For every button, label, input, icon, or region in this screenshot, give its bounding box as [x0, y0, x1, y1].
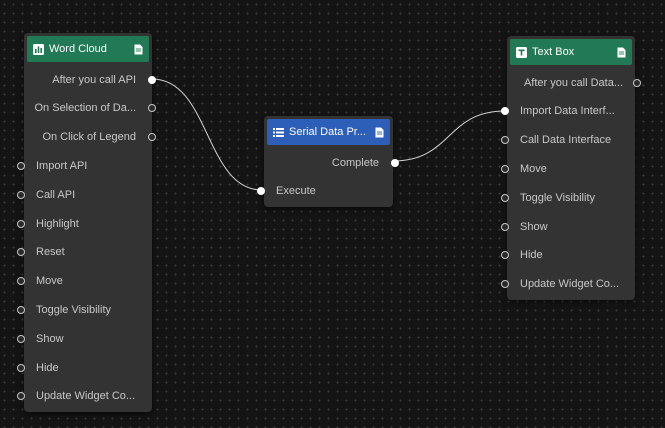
input-port-row[interactable]: Execute — [257, 182, 388, 200]
bar-chart-icon — [33, 43, 44, 55]
word-cloud-title: Word Cloud — [49, 43, 107, 55]
output-port[interactable] — [148, 103, 156, 112]
text-box-header[interactable]: Text Box — [510, 39, 632, 65]
input-port-row[interactable]: Import Data Interf... — [501, 102, 621, 120]
list-icon — [273, 127, 284, 137]
input-port-row[interactable]: Reset — [17, 243, 148, 261]
output-port[interactable] — [391, 158, 399, 167]
text-box-title: Text Box — [532, 46, 575, 58]
input-port[interactable] — [17, 219, 25, 228]
document-icon[interactable] — [134, 44, 143, 55]
input-port[interactable] — [501, 279, 509, 288]
input-port[interactable] — [17, 334, 25, 343]
input-port-row[interactable]: Show — [17, 330, 148, 348]
input-port-row[interactable]: Hide — [501, 246, 621, 264]
input-port[interactable] — [17, 276, 25, 285]
input-port[interactable] — [17, 161, 25, 170]
input-port-row[interactable]: Import API — [17, 157, 148, 175]
input-port-row[interactable]: Hide — [17, 359, 148, 377]
input-port[interactable] — [501, 106, 509, 115]
output-port-row[interactable]: After you call Data... — [513, 74, 641, 92]
output-port-row[interactable]: Complete — [270, 154, 399, 172]
input-port-row[interactable]: Highlight — [17, 215, 148, 233]
output-port[interactable] — [148, 132, 156, 141]
input-port-row[interactable]: Update Widget Co... — [501, 275, 621, 293]
wire-wordcloud-to-serial[interactable] — [151, 78, 263, 191]
word-cloud-node[interactable]: Word Cloud After you call API On Selecti… — [17, 33, 156, 412]
output-port-row[interactable]: On Click of Legend — [30, 128, 156, 146]
text-t-icon — [516, 46, 527, 58]
input-port[interactable] — [501, 250, 509, 259]
input-port-row[interactable]: Call API — [17, 186, 148, 204]
input-port[interactable] — [17, 363, 25, 372]
wire-serial-to-textbox[interactable] — [392, 110, 506, 162]
word-cloud-header[interactable]: Word Cloud — [27, 36, 149, 62]
input-port-row[interactable]: Move — [17, 272, 148, 290]
output-port[interactable] — [148, 75, 156, 84]
input-port-row[interactable]: Toggle Visibility — [17, 301, 148, 319]
input-port-row[interactable]: Show — [501, 218, 621, 236]
input-port[interactable] — [257, 186, 265, 195]
input-port[interactable] — [501, 193, 509, 202]
input-port-row[interactable]: Toggle Visibility — [501, 189, 621, 207]
input-port[interactable] — [501, 222, 509, 231]
input-port[interactable] — [501, 164, 509, 173]
output-port[interactable] — [633, 78, 641, 87]
serial-data-title: Serial Data Pr... — [289, 126, 367, 138]
input-port[interactable] — [501, 135, 509, 144]
document-icon[interactable] — [375, 127, 384, 138]
input-port-row[interactable]: Move — [501, 160, 621, 178]
input-port-row[interactable]: Call Data Interface — [501, 131, 621, 149]
input-port-row[interactable]: Update Widget Co... — [17, 387, 148, 405]
input-port[interactable] — [17, 247, 25, 256]
serial-data-node[interactable]: Serial Data Pr... Complete Execute — [257, 116, 399, 207]
serial-data-header[interactable]: Serial Data Pr... — [267, 119, 390, 145]
input-port[interactable] — [17, 305, 25, 314]
text-box-node[interactable]: Text Box After you call Data... Import D… — [501, 36, 641, 300]
output-port-row[interactable]: After you call API — [30, 71, 156, 89]
input-port[interactable] — [17, 190, 25, 199]
output-port-row[interactable]: On Selection of Da... — [30, 99, 156, 117]
document-icon[interactable] — [617, 47, 626, 58]
input-port[interactable] — [17, 391, 25, 400]
